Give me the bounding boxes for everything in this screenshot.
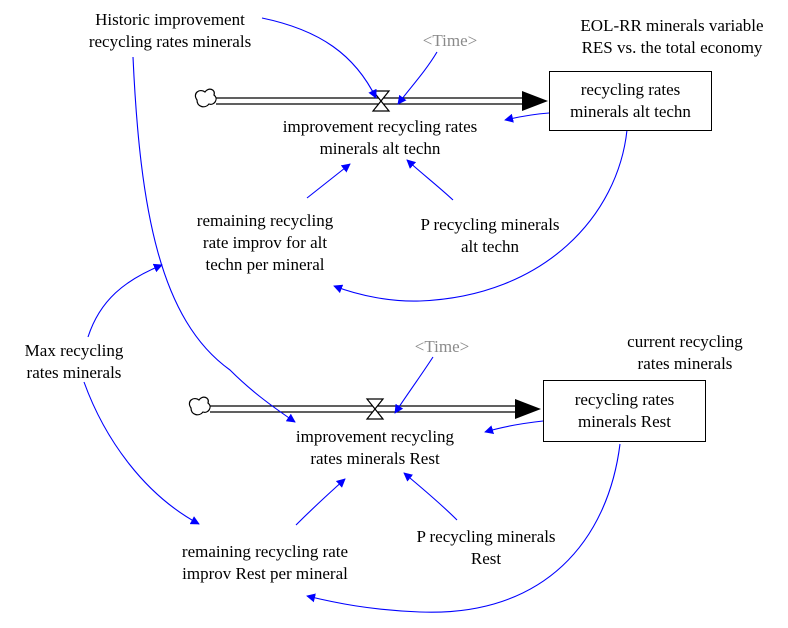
stock-recycling-rates-alt-techn[interactable]: recycling rates minerals alt techn	[549, 71, 712, 131]
p-alt-line-2: alt techn	[460, 237, 520, 256]
p-recycling-rest-label[interactable]: P recycling minerals Rest	[386, 526, 586, 570]
link-historic-to-flow-rest	[132, 56, 296, 423]
link-stock-alt-to-flow	[504, 112, 550, 123]
valve-alt-techn-icon	[371, 90, 391, 112]
remaining-rest-line-1: remaining recycling rate	[181, 542, 349, 561]
p-rest-line-2: Rest	[470, 549, 502, 568]
link-p-rest-to-flow	[403, 472, 458, 521]
max-line-2: rates minerals	[26, 363, 122, 382]
remaining-alt-line-3: techn per mineral	[205, 255, 325, 274]
historic-improvement-line-1: Historic improvement	[95, 10, 245, 29]
max-line-1: Max recycling	[24, 341, 124, 360]
time-top-text: <Time>	[422, 31, 478, 50]
remaining-rest-label[interactable]: remaining recycling rate improv Rest per…	[140, 541, 390, 585]
flow-improvement-rest-label[interactable]: improvement recycling rates minerals Res…	[270, 426, 480, 470]
current-line-1: current recycling	[627, 332, 743, 351]
stock-alt-line-2: minerals alt techn	[570, 102, 691, 121]
eol-rr-line-1: EOL-RR minerals variable	[580, 16, 764, 35]
link-stock-rest-to-flow	[484, 420, 544, 434]
p-rest-line-1: P recycling minerals	[416, 527, 556, 546]
current-recycling-label: current recycling rates minerals	[590, 331, 780, 375]
flow-pipe-rest	[210, 399, 541, 419]
flow-alt-line-1: improvement recycling rates	[282, 117, 478, 136]
link-time-to-flow-alt	[397, 51, 438, 105]
link-time-to-flow-rest	[394, 356, 434, 414]
flow-improvement-alt-techn-label[interactable]: improvement recycling rates minerals alt…	[240, 116, 520, 160]
link-p-alt-to-flow	[406, 159, 454, 201]
flow-rest-line-2: rates minerals Rest	[310, 449, 440, 468]
remaining-alt-line-2: rate improv for alt	[202, 233, 328, 252]
stock-alt-line-1: recycling rates	[580, 80, 681, 99]
valve-rest-icon	[365, 398, 385, 420]
link-stock-rest-to-remaining	[306, 443, 621, 613]
link-stock-alt-to-remaining	[333, 129, 628, 302]
cloud-source-icon	[194, 88, 217, 108]
stock-rest-line-1: recycling rates	[574, 390, 675, 409]
stock-recycling-rates-rest[interactable]: recycling rates minerals Rest	[543, 380, 706, 442]
time-top-label: <Time>	[400, 30, 500, 52]
cloud-source-rest-icon	[188, 396, 211, 416]
p-alt-line-1: P recycling minerals	[420, 215, 560, 234]
time-bottom-label: <Time>	[392, 336, 492, 358]
link-remaining-alt-to-flow	[306, 163, 351, 199]
link-remaining-rest-to-flow	[295, 478, 346, 526]
flow-alt-line-2: minerals alt techn	[319, 139, 441, 158]
flow-rest-line-1: improvement recycling	[295, 427, 455, 446]
current-line-2: rates minerals	[637, 354, 733, 373]
time-bottom-text: <Time>	[414, 337, 470, 356]
remaining-rest-line-2: improv Rest per mineral	[182, 564, 348, 583]
link-max-to-remaining-rest	[83, 381, 200, 525]
remaining-alt-techn-label[interactable]: remaining recycling rate improv for alt …	[160, 210, 370, 276]
link-max-to-remaining-alt	[87, 263, 163, 338]
eol-rr-note-label: EOL-RR minerals variable RES vs. the tot…	[556, 15, 788, 59]
max-recycling-label[interactable]: Max recycling rates minerals	[0, 340, 148, 384]
link-historic-to-flow-alt	[261, 17, 377, 99]
stock-rest-line-2: minerals Rest	[577, 412, 671, 431]
p-recycling-alt-techn-label[interactable]: P recycling minerals alt techn	[390, 214, 590, 258]
eol-rr-line-2: RES vs. the total economy	[581, 38, 763, 57]
historic-improvement-line-2: recycling rates minerals	[88, 32, 252, 51]
historic-improvement-label: Historic improvement recycling rates min…	[60, 9, 280, 53]
remaining-alt-line-1: remaining recycling	[196, 211, 334, 230]
